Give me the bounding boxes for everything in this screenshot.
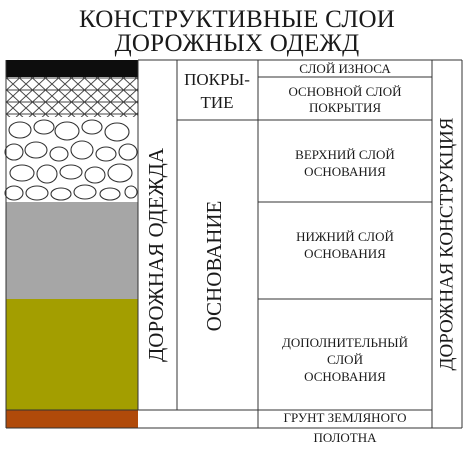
road-structure-label: ДОРОЖНАЯ КОНСТРУКЦИЯ <box>436 117 457 370</box>
table-grid <box>5 59 463 429</box>
gravel-swatch <box>6 202 138 299</box>
upper-base-label-1: ВЕРХНИЙ СЛОЙ <box>295 147 395 162</box>
subgrade-label-1: ГРУНТ ЗЕМЛЯНОГО <box>283 410 406 425</box>
sand-swatch <box>6 299 138 410</box>
upper-base-label-2: ОСНОВАНИЯ <box>304 164 386 179</box>
asphalt-mesh-swatch <box>6 77 138 117</box>
extra-base-label-3: ОСНОВАНИЯ <box>304 369 386 384</box>
lower-base-label-2: ОСНОВАНИЯ <box>304 246 386 261</box>
lower-base-label-1: НИЖНИЙ СЛОЙ <box>296 229 394 244</box>
pavement-label: ДОРОЖНАЯ ОДЕЖДА <box>144 147 168 362</box>
crushed-stone-pattern <box>4 119 138 201</box>
main-coating-label-2: ПОКРЫТИЯ <box>309 100 381 115</box>
diagram-title-line-2: ДОРОЖНЫХ ОДЕЖД <box>114 30 360 57</box>
diagram-title-line-1: КОНСТРУКТИВНЫЕ СЛОИ <box>78 6 396 33</box>
extra-base-label-2: СЛОЙ <box>327 352 363 367</box>
wear-layer-label: СЛОЙ ИЗНОСА <box>299 61 391 76</box>
base-label: ОСНОВАНИЕ <box>202 201 226 332</box>
coating-label-line-1: ПОКРЫ- <box>184 70 250 89</box>
extra-base-label-1: ДОПОЛНИТЕЛЬНЫЙ <box>282 335 408 350</box>
coating-label-line-2: ТИЕ <box>200 93 233 112</box>
main-coating-label-1: ОСНОВНОЙ СЛОЙ <box>288 84 401 99</box>
soil-swatch <box>6 410 138 428</box>
asphalt-wear-swatch <box>6 60 138 77</box>
subgrade-label-2: ПОЛОТНА <box>313 430 377 445</box>
